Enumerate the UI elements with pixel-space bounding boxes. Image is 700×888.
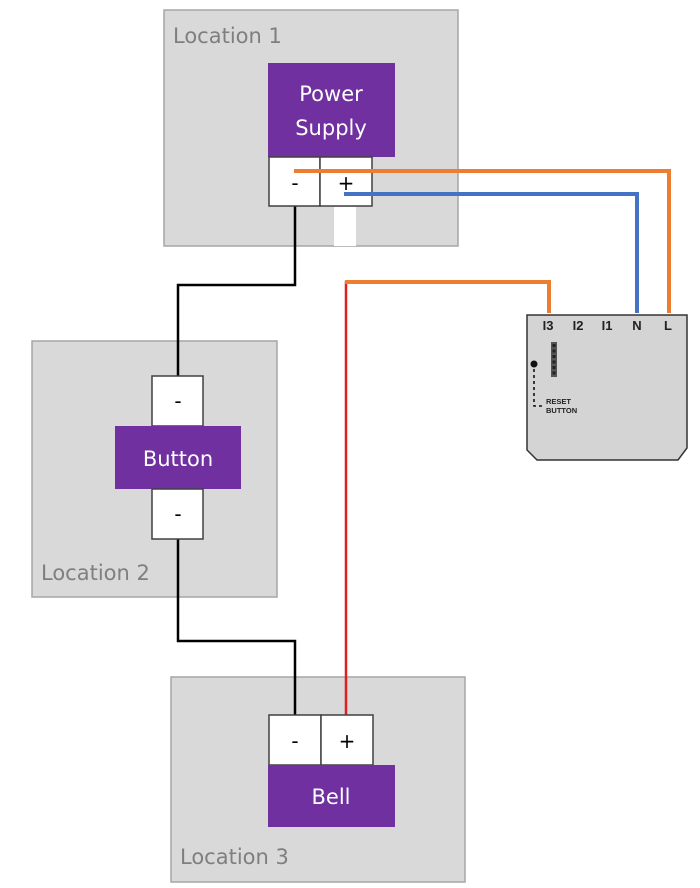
location-1-label: Location 1 (173, 24, 282, 48)
power-supply-gap (334, 207, 356, 246)
button-label: Button (143, 447, 213, 471)
button-terminal-top (151, 375, 204, 427)
wire-power-to-module-L (294, 169, 671, 313)
power-supply-terminal-minus-label: - (291, 171, 298, 195)
bell-device: - + Bell (268, 714, 395, 827)
power-supply-body (268, 63, 395, 157)
wire-power-minus-to-button (176, 206, 297, 377)
reset-button-icon[interactable] (530, 360, 538, 368)
bell-terminal-minus (268, 714, 322, 766)
button-body (115, 426, 241, 489)
reset-label-line2: BUTTON (546, 406, 577, 415)
location-3-label: Location 3 (180, 845, 289, 869)
button-terminal-bottom (151, 488, 204, 540)
button-terminal-bottom-label: - (174, 502, 181, 526)
bell-terminal-plus (320, 714, 374, 766)
power-supply-label-line2: Supply (295, 116, 367, 140)
module-connector-strip-icon (551, 342, 557, 377)
module-connector-pins-icon (552, 344, 556, 375)
power-supply-terminal-plus-label: + (338, 171, 355, 195)
module-pin-I2: I2 (573, 318, 584, 333)
power-supply: Power Supply - + (268, 63, 395, 246)
relay-module: I3 I2 I1 N L RESET BUTTON (526, 314, 688, 461)
bell-terminal-plus-label: + (339, 729, 356, 753)
bell-label: Bell (312, 785, 351, 809)
module-pin-N: N (632, 318, 641, 333)
reset-label-line1: RESET (546, 397, 571, 406)
button-terminal-top-label: - (174, 389, 181, 413)
power-supply-terminal-minus (268, 156, 321, 207)
wire-to-module-I3 (345, 280, 551, 313)
module-pin-I3: I3 (543, 318, 554, 333)
wire-button-to-bell-minus (176, 539, 297, 715)
reset-leader-line (533, 369, 543, 407)
power-supply-label-line1: Power (299, 82, 363, 106)
bell-body (268, 765, 395, 827)
button-device: - Button - (115, 375, 241, 540)
module-pin-I1: I1 (602, 318, 613, 333)
wire-power-plus-to-module-N (344, 192, 639, 313)
module-pin-L: L (664, 318, 672, 333)
power-supply-terminal-plus (319, 156, 373, 207)
bell-terminal-minus-label: - (291, 729, 298, 753)
location-2-label: Location 2 (41, 561, 150, 585)
module-body (526, 314, 688, 461)
